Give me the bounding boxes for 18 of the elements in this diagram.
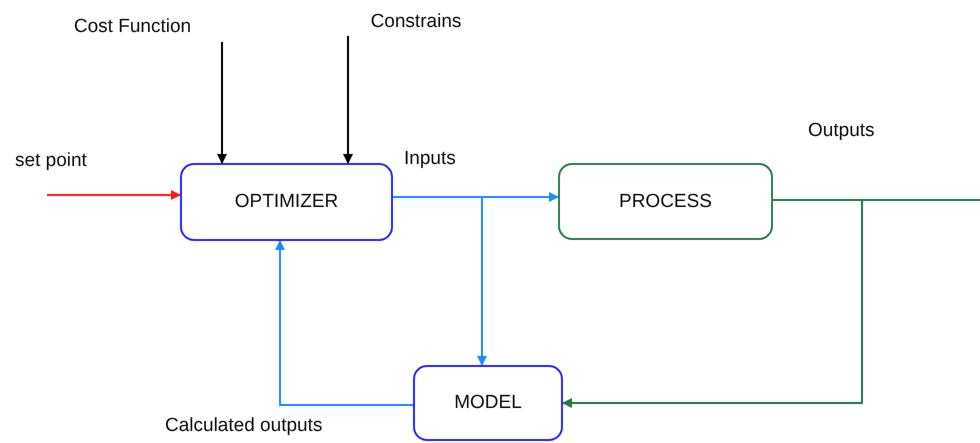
box-label: MODEL — [454, 392, 522, 414]
process-box — [180, 163, 393, 241]
arrow — [343, 36, 353, 164]
box-label: PROCESS — [619, 190, 712, 212]
arrow — [393, 196, 487, 366]
input-label: Constrains — [345, 8, 487, 36]
signal-label: Outputs — [808, 120, 875, 142]
box-label: OPTIMIZER — [234, 191, 338, 213]
arrow — [217, 42, 227, 164]
signal-label: Calculated outputs — [165, 415, 322, 437]
arrow — [275, 240, 413, 406]
arrow — [47, 190, 181, 200]
signal-label: Inputs — [404, 148, 456, 170]
arrow — [562, 199, 863, 408]
signal-label: set point — [15, 150, 87, 172]
process-box — [558, 163, 773, 240]
input-label: Cost Function — [45, 12, 220, 42]
process-box — [413, 365, 563, 441]
